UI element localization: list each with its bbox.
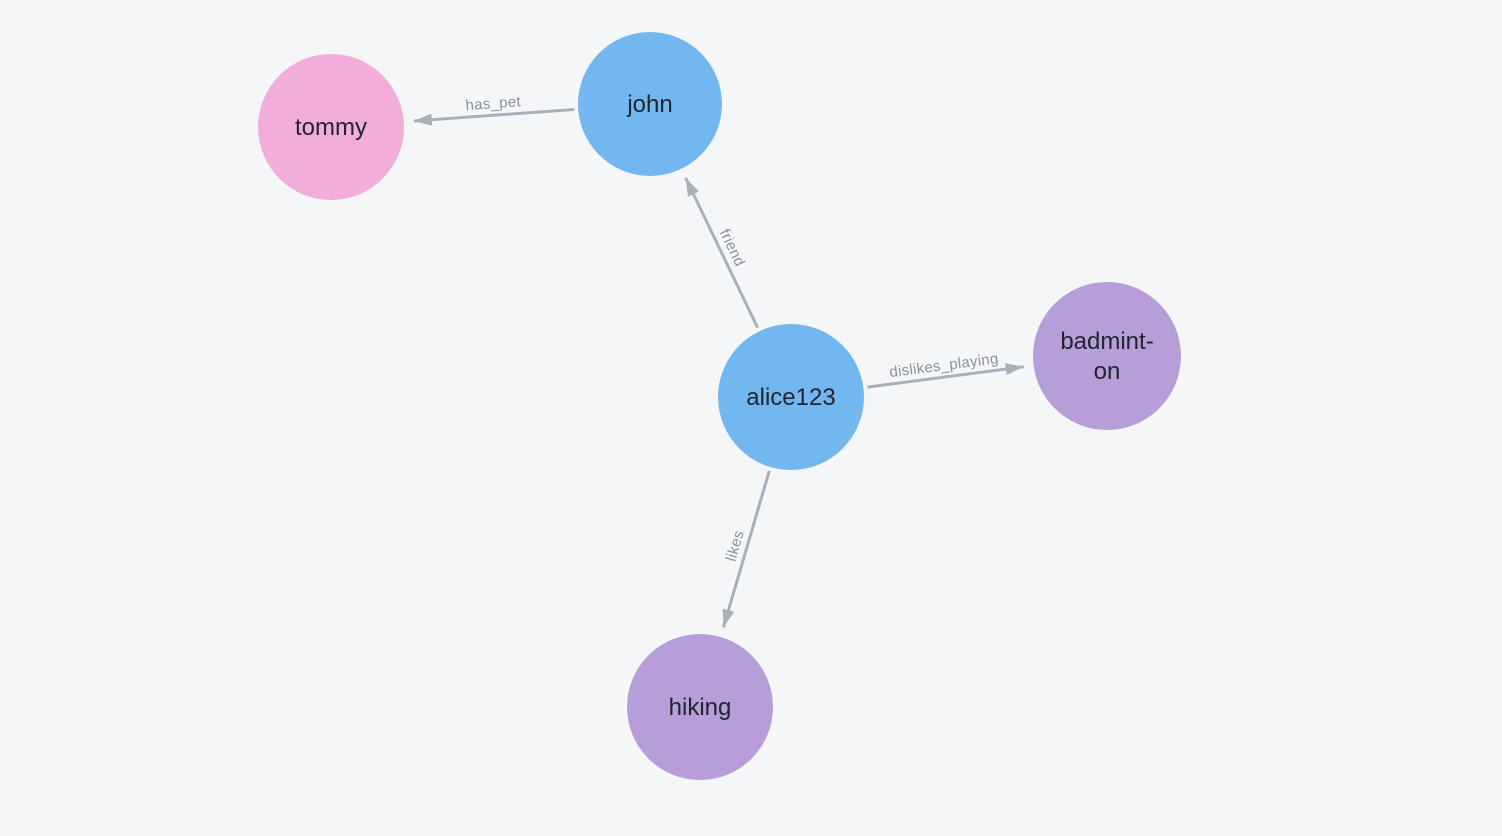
edge-has_pet[interactable]: has_pet [413,93,575,126]
edge-line-friend[interactable] [684,177,759,329]
node-circle-tommy[interactable] [258,54,404,200]
node-tommy[interactable]: tommy [258,54,404,200]
edge-likes[interactable]: likes [721,470,771,628]
edge-friend[interactable]: friend [684,177,759,329]
node-alice123[interactable]: alice123 [718,324,864,470]
node-circle-alice123[interactable] [718,324,864,470]
edge-line-has_pet[interactable] [413,108,575,126]
edge-label-has_pet[interactable]: has_pet [465,93,522,114]
edge-dislikes_playing[interactable]: dislikes_playing [867,350,1024,389]
node-circle-john[interactable] [578,32,722,176]
node-circle-hiking[interactable] [627,634,773,780]
edge-line-dislikes_playing[interactable] [867,363,1024,389]
node-hiking[interactable]: hiking [627,634,773,780]
edge-line-likes[interactable] [721,470,771,628]
node-circle-badminton[interactable] [1033,282,1181,430]
node-badminton[interactable]: badmint-on [1033,282,1181,430]
node-john[interactable]: john [578,32,722,176]
